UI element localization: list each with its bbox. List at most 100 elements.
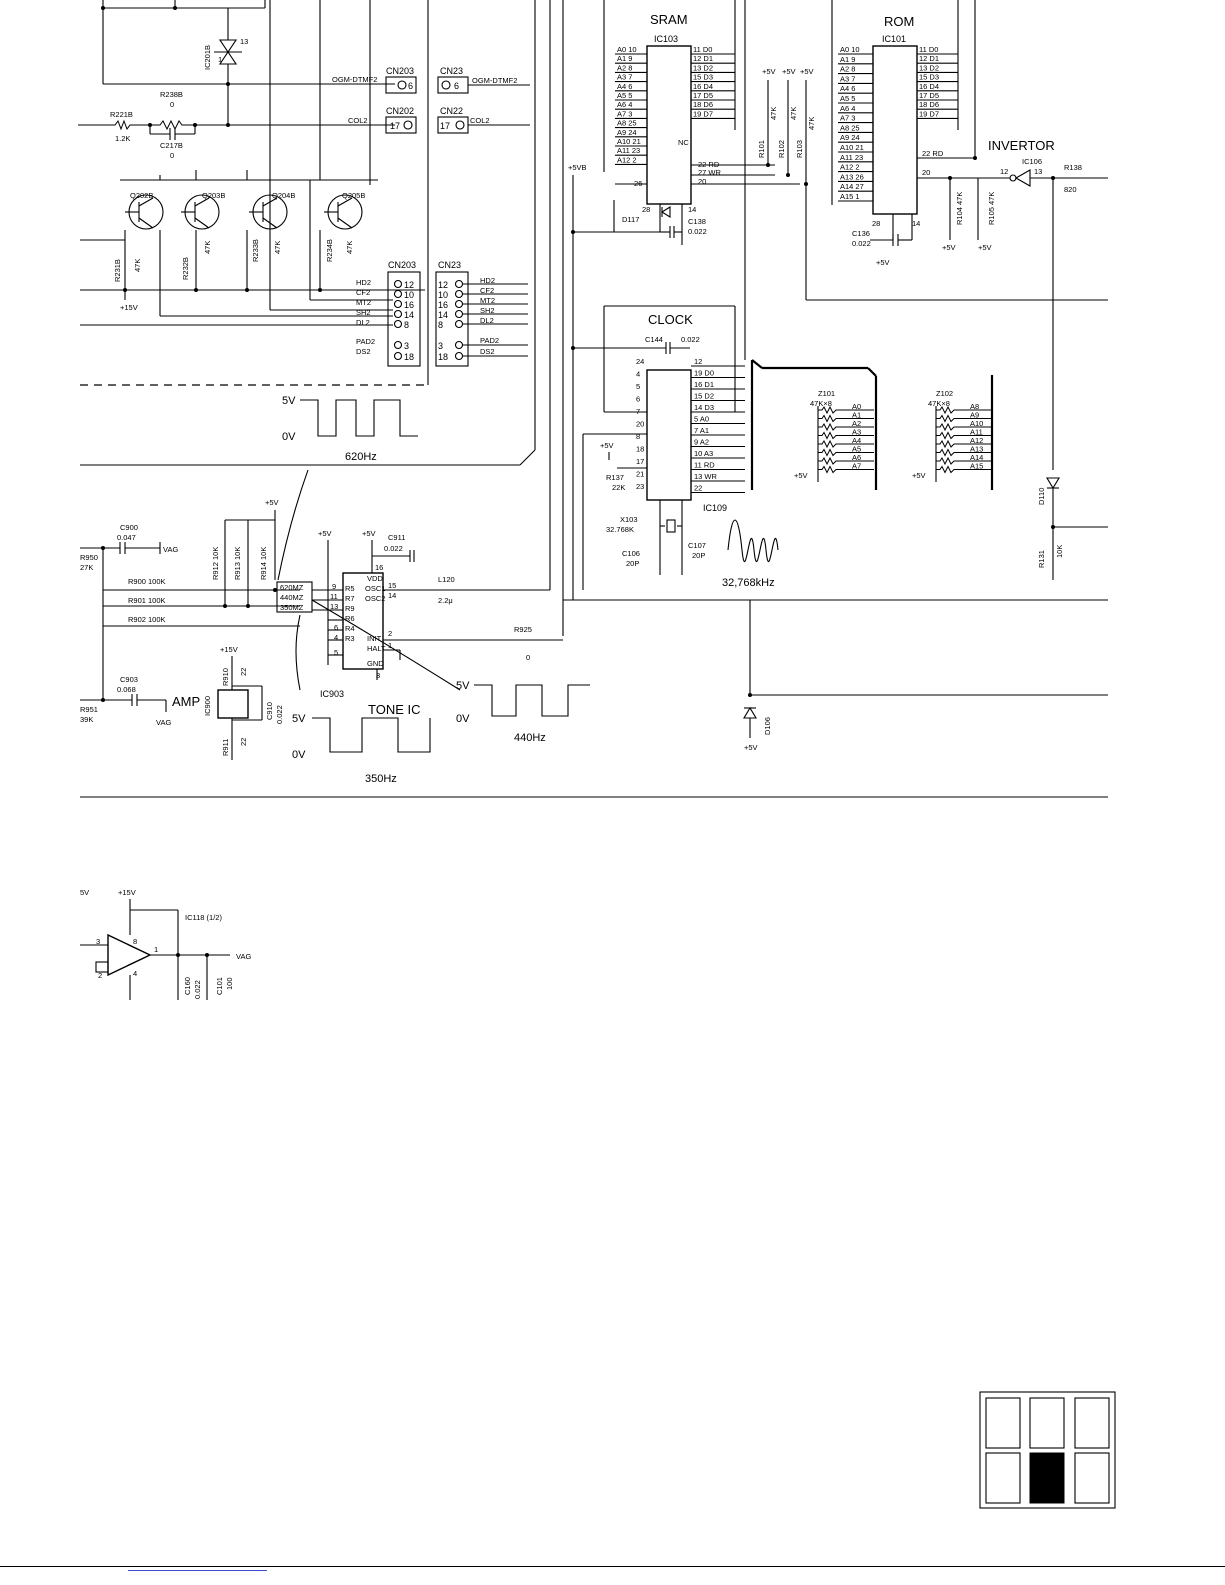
q205b-label: Q205B xyxy=(342,191,365,200)
ic201b-pin13: 13 xyxy=(240,37,248,46)
waveform-350-lo: 0V xyxy=(292,749,306,761)
waveform-620-lo: 0V xyxy=(282,431,296,443)
r101-label: R101 xyxy=(757,140,766,158)
r902-label: R902 100K xyxy=(128,615,166,624)
sram-addr-pin: A3 7 xyxy=(617,73,632,82)
inverter-pin13: 13 xyxy=(1034,167,1042,176)
clock-right-pin: 16 D1 xyxy=(694,380,714,389)
cn203-pin-3: 3 xyxy=(404,341,409,351)
address-bus xyxy=(750,359,994,490)
tone-num-9: 9 xyxy=(332,582,336,591)
clock-right-pin: 10 A3 xyxy=(694,449,713,458)
r221b-label: R221B xyxy=(110,110,133,119)
cn23-pin-8: 8 xyxy=(438,320,443,330)
rom-addr-pin: A1 9 xyxy=(840,55,855,64)
plus5v-clock: +5V xyxy=(600,441,614,450)
r131-value: 10K xyxy=(1055,545,1064,558)
rom-pin28: 28 xyxy=(872,219,880,228)
sram-addr-pin: A10 21 xyxy=(617,137,641,146)
key-cell-6 xyxy=(1074,1452,1110,1504)
sram-addr-pin: A12 2 xyxy=(617,155,637,164)
inverter-ref: IC106 xyxy=(1022,157,1042,166)
c136-label: C136 xyxy=(852,229,870,238)
cn23-sig-cf2: CF2 xyxy=(480,286,494,295)
clock-left-pin: 8 xyxy=(636,432,640,441)
z102-rows-pin: A8 xyxy=(970,402,979,411)
cn203-pin-8: 8 xyxy=(404,320,409,330)
cn203-pin-10: 10 xyxy=(404,290,414,300)
z102-rows-pin: A11 xyxy=(970,428,983,437)
r232b-label: R232B xyxy=(181,257,190,280)
r138-label: R138 xyxy=(1064,163,1082,172)
plus5v-r101: +5V xyxy=(762,67,776,76)
tone-pin-init: INIT xyxy=(367,634,382,643)
cn203-label: CN203 xyxy=(388,260,416,270)
sram-addr-pin: A8 25 xyxy=(617,119,637,128)
ic201b-pin1: 1 xyxy=(218,55,222,64)
r925-value: 0 xyxy=(526,653,530,662)
q204b-label: Q204B xyxy=(272,191,295,200)
r131-label: R131 xyxy=(1037,550,1046,568)
r138-value: 820 xyxy=(1064,185,1077,194)
cn23-pin-16: 16 xyxy=(438,300,448,310)
bottom-link-underline[interactable] xyxy=(128,1570,267,1571)
rom-pin14: 14 xyxy=(912,219,920,228)
plus15v-amp: +15V xyxy=(220,645,238,654)
rom-title: ROM xyxy=(884,14,914,29)
c106-value: 20P xyxy=(626,559,639,568)
sram-addr-pin: A2 8 xyxy=(617,63,632,72)
z102-rows-pin: A15 xyxy=(970,462,983,471)
r233b-label: R233B xyxy=(251,239,260,262)
cn22-label: CN22 xyxy=(440,106,463,116)
clock-left-pin: 20 xyxy=(636,420,644,429)
cn22-pin17: 17 xyxy=(440,121,450,131)
sram-ctrl-20: 20 xyxy=(698,177,706,186)
waveform-440-lo: 0V xyxy=(456,713,470,725)
r925-label: R925 xyxy=(514,625,532,634)
cn23-top-label: CN23 xyxy=(440,66,463,76)
cn203-pin6: 6 xyxy=(408,81,413,91)
key-cell-2 xyxy=(1029,1397,1065,1449)
d117-label: D117 xyxy=(622,215,639,224)
sram-data-pin: 16 D4 xyxy=(693,82,713,91)
sig-hd2: HD2 xyxy=(356,278,371,287)
plus5v-r105: +5V xyxy=(978,243,992,252)
r137-label: R137 xyxy=(606,473,624,482)
rom-addr-pin: A15 1 xyxy=(840,192,860,201)
c160-label: C160 xyxy=(183,977,192,995)
tone-pin-r9: R9 xyxy=(345,604,355,613)
cn202-pin17: 17 xyxy=(390,121,400,131)
r103-val: 47K xyxy=(807,117,816,130)
key-cell-4 xyxy=(985,1452,1021,1504)
sram-data-pin: 18 D6 xyxy=(693,100,713,109)
right-diodes: D110 R131 10K D106 +5V xyxy=(563,477,1108,752)
col2-left-label: COL2 xyxy=(348,116,368,125)
pullup-resistors-r101-r103: +5V +5V +5V R101 R102 R103 47K 47K 47K xyxy=(757,67,1108,301)
rom-data-pin: 19 D7 xyxy=(919,109,939,118)
clock-left-pin: 24 xyxy=(636,357,644,366)
opamp-out-vag: VAG xyxy=(236,952,251,961)
d106-label: D106 xyxy=(763,717,772,735)
tone-num-1: 1 xyxy=(388,641,392,650)
transistor-q204b: Q204B xyxy=(249,191,295,230)
opamp-ref: IC118 (1/2) xyxy=(185,913,222,922)
rom-addr-pin: A14 27 xyxy=(840,182,864,191)
waveform-620-freq: 620Hz xyxy=(345,451,377,463)
opamp-triangle xyxy=(107,933,152,977)
x103-label: X103 xyxy=(620,515,638,524)
sram-title: SRAM xyxy=(650,12,688,27)
sram-ref: IC103 xyxy=(654,34,678,44)
clock-right-pin: 22 xyxy=(694,484,702,493)
r910-label: R910 xyxy=(221,668,230,686)
z101-rows-pin: A1 xyxy=(852,411,861,420)
rom-data-pin: 18 D6 xyxy=(919,100,939,109)
sram-addr-pin: A4 6 xyxy=(617,82,632,91)
c136-value: 0.022 xyxy=(852,239,871,248)
rom-addr-pin: A2 8 xyxy=(840,65,855,74)
z101-label: Z101 xyxy=(818,389,835,398)
tone-pin-r7: R7 xyxy=(345,594,355,603)
plus5v-r103: +5V xyxy=(800,67,814,76)
transistor-q202b: Q202B xyxy=(125,191,164,230)
sram-nc: NC xyxy=(678,138,689,147)
